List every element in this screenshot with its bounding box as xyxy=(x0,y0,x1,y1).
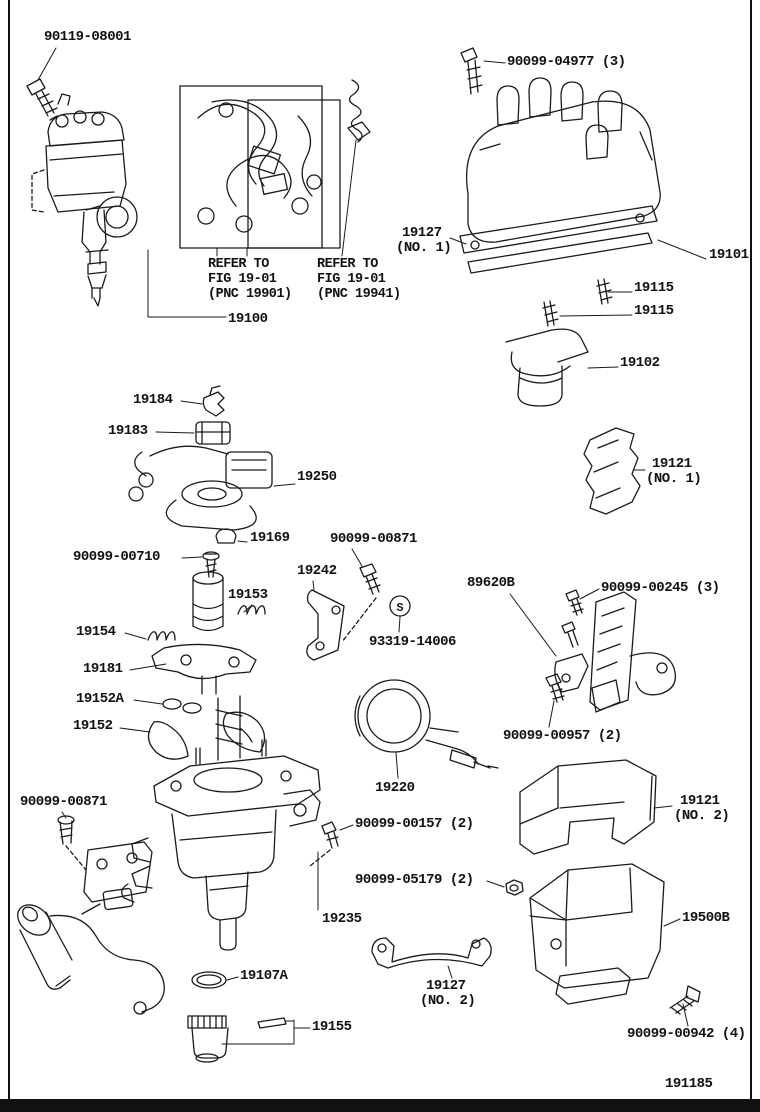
part-label-19127-no2: 19127 (NO. 2) xyxy=(420,978,476,1009)
part-qualifier: (NO. 1) xyxy=(646,471,702,487)
drive-gear-19155-illustration xyxy=(187,1015,287,1063)
part-label-90099-05179: 90099-05179 (2) xyxy=(355,872,474,888)
ignition-coil-illustration xyxy=(17,841,165,1015)
breaker-plate-19250-illustration xyxy=(128,445,273,531)
spring-19153-illustration xyxy=(237,605,266,615)
part-label-19250: 19250 xyxy=(297,469,337,485)
part-number: 19127 xyxy=(402,225,442,241)
stud-19115-illustrations xyxy=(542,278,613,327)
part-label-19153: 19153 xyxy=(228,587,268,603)
bolt-90099-00871-mid-illustration xyxy=(341,563,381,643)
cover-19121-no1-illustration xyxy=(583,427,641,515)
bolt-90099-00957-illustration xyxy=(545,673,565,703)
rotor-19102-illustration xyxy=(505,328,589,407)
refer-note-line: FIG 19-01 xyxy=(317,272,386,287)
part-label-19115-b: 19115 xyxy=(634,303,674,319)
part-label-19500b: 19500B xyxy=(682,910,730,926)
part-label-19121-no2: 19121 (NO. 2) xyxy=(674,793,730,824)
part-label-19115-a: 19115 xyxy=(634,280,674,296)
part-label-19127-no1: 19127 (NO. 1) xyxy=(396,225,452,256)
governor-shaft-19181-illustration xyxy=(151,571,257,695)
refer-note-line: REFER TO xyxy=(208,257,269,272)
o-ring-19107a-illustration xyxy=(191,971,227,989)
part-label-19184: 19184 xyxy=(133,392,173,408)
cover-19121-no2-illustration xyxy=(519,759,657,855)
bolt-90099-00157-illustration xyxy=(309,821,339,867)
refer-note-line: (PNC 19941) xyxy=(317,287,401,302)
clamp-19127-no2-illustration xyxy=(371,937,492,969)
part-label-90099-00942: 90099-00942 (4) xyxy=(627,1026,746,1042)
part-19183-illustration xyxy=(195,421,231,445)
part-label-19100: 19100 xyxy=(228,311,268,327)
part-number: 19121 xyxy=(680,793,720,809)
governor-weights-19152-illustration xyxy=(147,711,266,760)
igniter-89620b-illustration xyxy=(554,591,677,713)
bolt-90099-00942-illustration xyxy=(669,985,701,1015)
part-label-19152a: 19152A xyxy=(76,691,124,707)
part-label-90099-00157: 90099-00157 (2) xyxy=(355,816,474,832)
refer-note-1: REFER TO FIG 19-01 (PNC 19901) xyxy=(208,257,292,302)
distributor-cap-19101-illustration xyxy=(459,47,661,274)
part-label-19181: 19181 xyxy=(83,661,123,677)
part-number: 19121 xyxy=(652,456,692,472)
part-label-19121-no1: 19121 (NO. 1) xyxy=(646,456,702,487)
page-border-right xyxy=(750,0,752,1100)
part-label-90099-00710: 90099-00710 xyxy=(73,549,160,565)
part-label-19155: 19155 xyxy=(312,1019,352,1035)
diagram-number: 191185 xyxy=(665,1076,713,1092)
screw-90099-00245-illustration xyxy=(561,589,584,648)
part-qualifier: (NO. 2) xyxy=(674,808,730,824)
s-mark-letter: S xyxy=(396,601,403,615)
part-label-90099-00871-mid: 90099-00871 xyxy=(330,531,417,547)
part-number: 19127 xyxy=(426,978,466,994)
part-label-19154: 19154 xyxy=(76,624,116,640)
cap-19169-illustration xyxy=(215,528,237,544)
washers-19152a-illustration xyxy=(162,698,202,714)
part-label-90119-08001: 90119-08001 xyxy=(44,29,131,45)
refer-note-line: (PNC 19901) xyxy=(208,287,292,302)
plug-wire-set-illustration xyxy=(179,79,371,249)
part-label-19235: 19235 xyxy=(322,911,362,927)
part-label-90099-04977: 90099-04977 (3) xyxy=(507,54,626,70)
s-mark-93319-14006: S xyxy=(389,595,411,617)
part-label-90099-00871-left: 90099-00871 xyxy=(20,794,107,810)
bolt-90099-00871-left-illustration xyxy=(57,815,87,871)
distributor-housing-19235-illustration xyxy=(121,695,321,951)
page-border-left xyxy=(8,0,10,1100)
part-label-19101: 19101 xyxy=(709,247,749,263)
part-label-19107a: 19107A xyxy=(240,968,288,984)
part-qualifier: (NO. 1) xyxy=(396,240,452,256)
part-label-19169: 19169 xyxy=(250,530,290,546)
bracket-19242-illustration xyxy=(306,589,345,661)
part-label-90099-00957: 90099-00957 (2) xyxy=(503,728,622,744)
distributor-assy-19100-illustration xyxy=(26,78,138,307)
refer-note-line: FIG 19-01 xyxy=(208,272,277,287)
part-label-89620b: 89620B xyxy=(467,575,515,591)
part-label-19242: 19242 xyxy=(297,563,337,579)
part-label-90099-00245: 90099-00245 (3) xyxy=(601,580,720,596)
leader-lines xyxy=(37,47,707,1045)
part-label-93319-14006: 93319-14006 xyxy=(369,634,456,650)
vacuum-advance-19220-illustration xyxy=(354,679,499,769)
coil-case-19500b-illustration xyxy=(529,863,665,1005)
spring-19154-illustration xyxy=(147,631,176,641)
part-qualifier: (NO. 2) xyxy=(420,993,476,1009)
part-label-19220: 19220 xyxy=(375,780,415,796)
page-border-bottom xyxy=(0,1099,760,1112)
part-label-19183: 19183 xyxy=(108,423,148,439)
nut-90099-05179-illustration xyxy=(505,879,524,896)
refer-note-line: REFER TO xyxy=(317,257,378,272)
part-label-19102: 19102 xyxy=(620,355,660,371)
clip-19184-illustration xyxy=(202,385,225,417)
part-label-19152: 19152 xyxy=(73,718,113,734)
refer-note-2: REFER TO FIG 19-01 (PNC 19941) xyxy=(317,257,401,302)
